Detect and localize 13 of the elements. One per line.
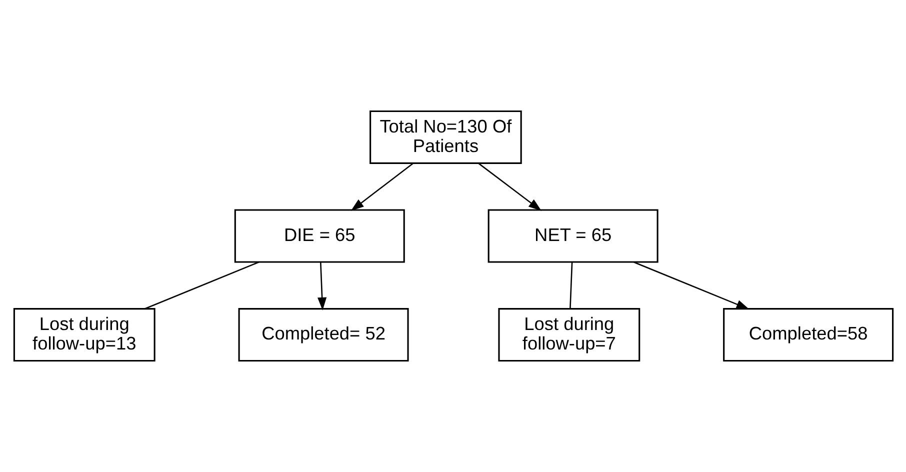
connector [569, 262, 572, 308]
arrow [632, 261, 749, 310]
node-box: DIE = 65 [234, 209, 404, 263]
node-box: Completed= 52 [238, 308, 408, 362]
arrow [350, 162, 414, 211]
arrow [478, 162, 542, 211]
node-box: Total No=130 Of Patients [369, 110, 522, 164]
node-box: Lost during follow-up=13 [12, 308, 155, 362]
connector [144, 261, 259, 310]
node-box: Completed=58 [722, 308, 894, 362]
node-box: Lost during follow-up=7 [498, 308, 640, 362]
node-box: NET = 65 [487, 209, 658, 263]
arrow [317, 262, 326, 310]
